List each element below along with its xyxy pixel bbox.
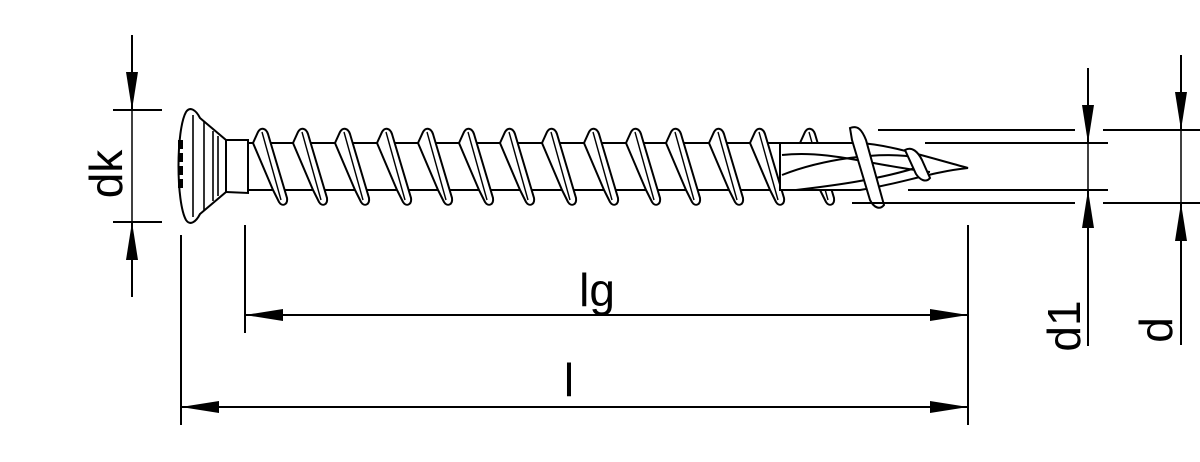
dk-label: dk <box>80 149 132 199</box>
length-extension-lines <box>180 225 969 425</box>
head-marking <box>178 140 183 188</box>
lg-dimension <box>245 309 968 321</box>
diameter-extension-lines <box>852 129 1200 204</box>
d-dimension <box>1175 55 1187 345</box>
d-label: d <box>1130 317 1182 343</box>
d1-label: d1 <box>1038 300 1090 352</box>
d1-dimension <box>1082 68 1094 346</box>
screw-thread <box>251 127 836 206</box>
screw-tip <box>779 126 969 209</box>
screw-head <box>177 108 227 224</box>
lg-label: lg <box>579 264 615 316</box>
dk-dimension <box>113 35 162 297</box>
l-dimension <box>181 401 968 413</box>
l-label: l <box>563 354 575 406</box>
